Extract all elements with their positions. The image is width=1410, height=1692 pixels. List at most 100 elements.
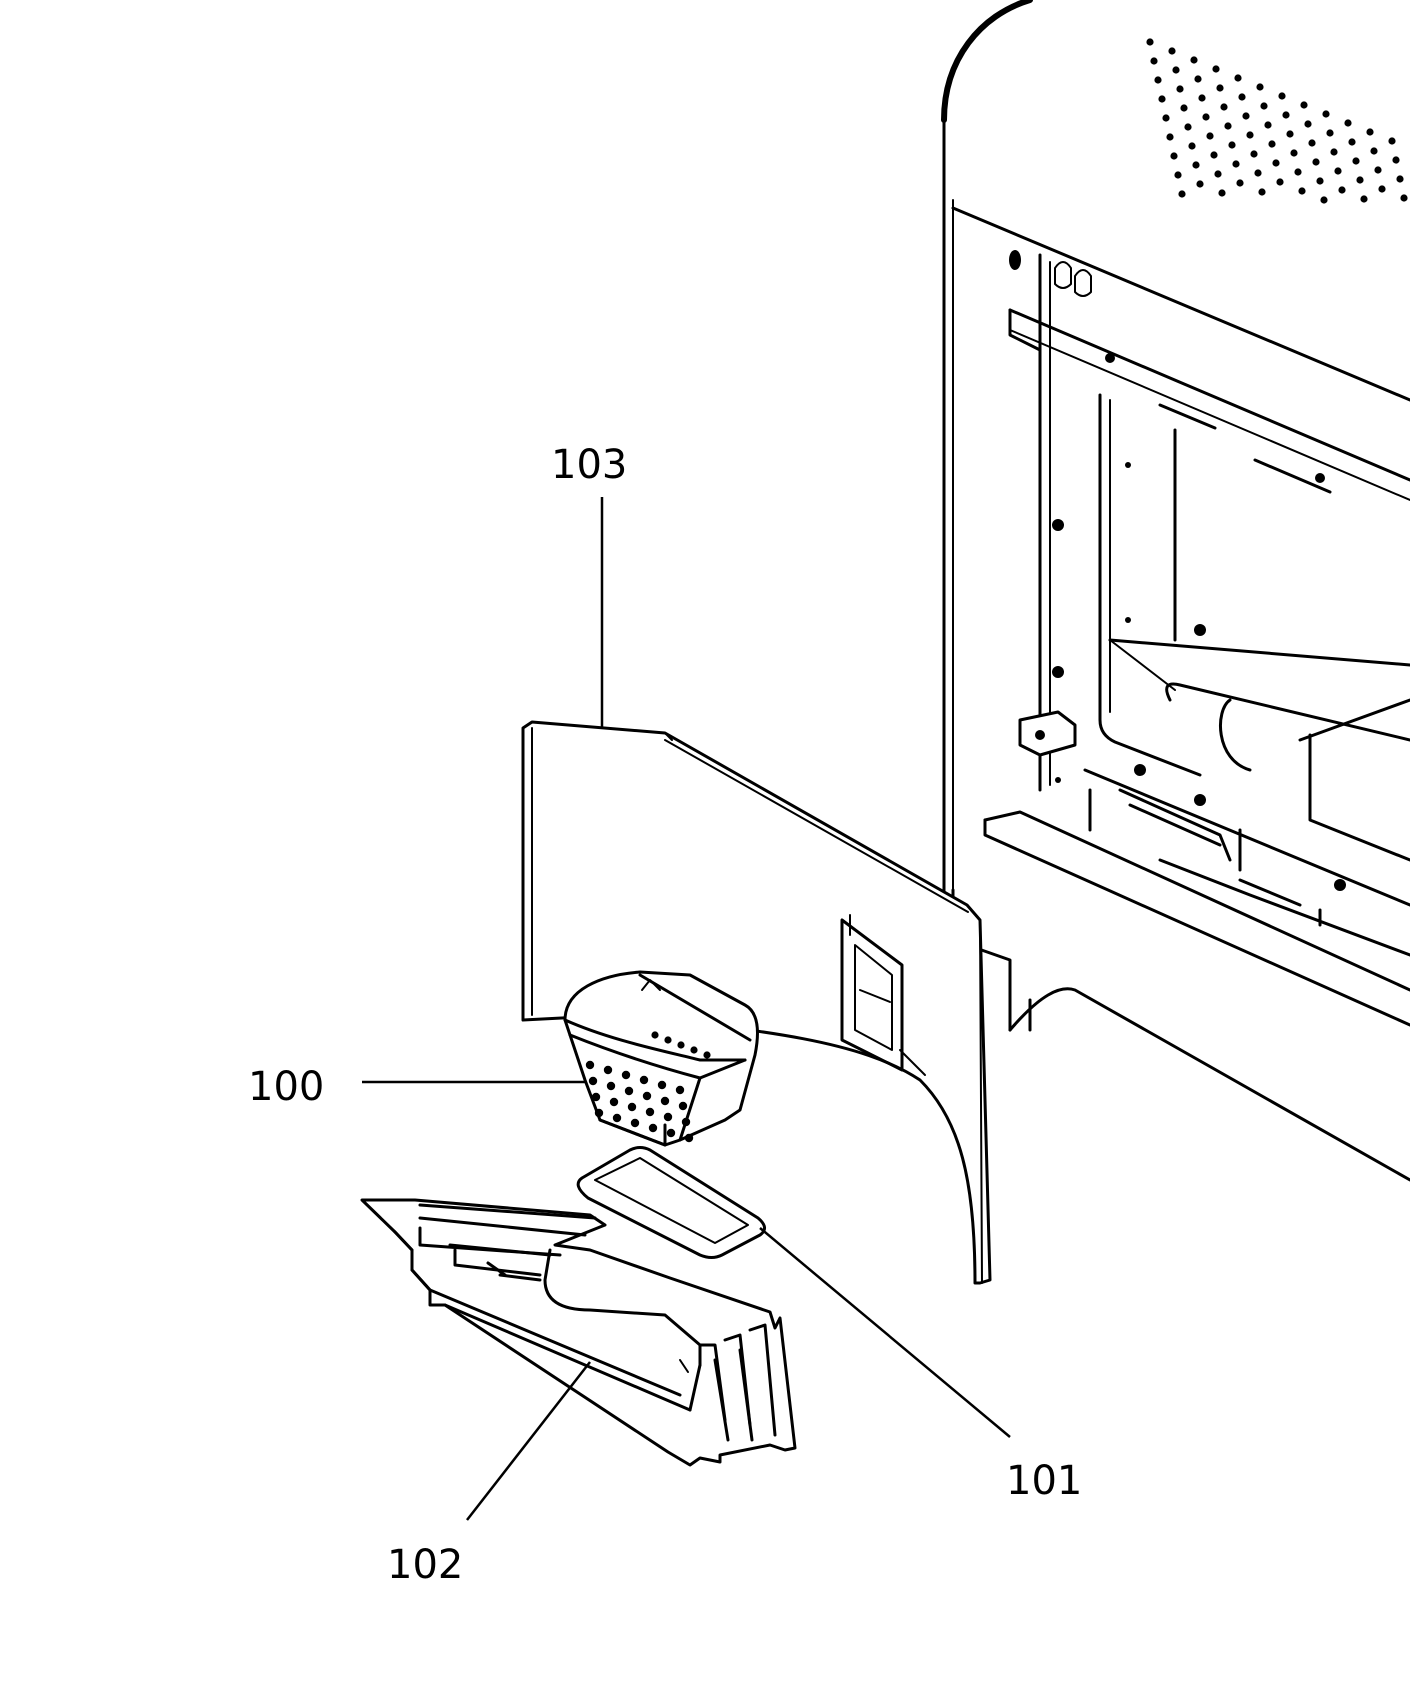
callout-102: 102 bbox=[387, 1542, 463, 1588]
vent-hole bbox=[1224, 122, 1232, 130]
vent-hole bbox=[1206, 132, 1214, 140]
basket-hole bbox=[639, 1075, 649, 1085]
vent-hole bbox=[1298, 187, 1306, 195]
vent-hole bbox=[1162, 114, 1170, 122]
basket-hole bbox=[675, 1085, 685, 1095]
vent-hole bbox=[1166, 133, 1174, 141]
vent-hole bbox=[1308, 139, 1316, 147]
vent-hole bbox=[1190, 56, 1198, 64]
vent-hole bbox=[1300, 101, 1308, 109]
vent-hole bbox=[1264, 121, 1272, 129]
vent-hole bbox=[1322, 110, 1330, 118]
part-101-gasket bbox=[576, 1146, 766, 1259]
vent-hole bbox=[1374, 166, 1382, 174]
vent-hole bbox=[1172, 66, 1180, 74]
vent-hole bbox=[1258, 188, 1266, 196]
vent-hole bbox=[1170, 152, 1178, 160]
vent-hole bbox=[1196, 180, 1204, 188]
basket-hole bbox=[663, 1112, 673, 1122]
vent-hole bbox=[1216, 84, 1224, 92]
vent-hole bbox=[1400, 194, 1408, 202]
callout-100: 100 bbox=[248, 1064, 324, 1110]
vent-hole bbox=[1286, 130, 1294, 138]
vent-hole bbox=[1212, 65, 1220, 73]
vent-hole bbox=[1378, 185, 1386, 193]
leader-102 bbox=[466, 1361, 591, 1521]
basket-hole bbox=[648, 1123, 658, 1133]
vent-hole bbox=[1188, 142, 1196, 150]
vent-hole bbox=[1256, 83, 1264, 91]
basket-hole bbox=[690, 1046, 698, 1054]
vent-hole bbox=[1192, 161, 1200, 169]
vent-hole bbox=[1392, 156, 1400, 164]
basket-hole bbox=[677, 1041, 685, 1049]
vent-hole bbox=[1174, 171, 1182, 179]
part-102-grate-bracket bbox=[360, 1198, 797, 1467]
basket-hole bbox=[681, 1117, 691, 1127]
vent-hole bbox=[1312, 158, 1320, 166]
basket-hole bbox=[703, 1051, 711, 1059]
vent-hole bbox=[1168, 47, 1176, 55]
basket-hole bbox=[660, 1096, 670, 1106]
vent-hole bbox=[1218, 189, 1226, 197]
callout-101: 101 bbox=[1006, 1458, 1082, 1504]
vent-hole bbox=[1146, 38, 1154, 46]
basket-hole bbox=[678, 1101, 688, 1111]
vent-hole bbox=[1352, 157, 1360, 165]
vent-hole bbox=[1194, 75, 1202, 83]
vent-hole bbox=[1344, 119, 1352, 127]
vent-hole bbox=[1326, 129, 1334, 137]
leader-101 bbox=[759, 1227, 1011, 1438]
basket-hole bbox=[591, 1092, 601, 1102]
vent-hole bbox=[1154, 76, 1162, 84]
basket-hole bbox=[606, 1081, 616, 1091]
vent-hole bbox=[1228, 141, 1236, 149]
vent-perforations bbox=[1146, 38, 1408, 204]
vent-hole bbox=[1150, 57, 1158, 65]
vent-hole bbox=[1238, 93, 1246, 101]
vent-hole bbox=[1260, 102, 1268, 110]
basket-hole bbox=[666, 1128, 676, 1138]
vent-hole bbox=[1220, 103, 1228, 111]
vent-hole bbox=[1282, 111, 1290, 119]
vent-hole bbox=[1334, 167, 1342, 175]
vent-hole bbox=[1304, 120, 1312, 128]
vent-hole bbox=[1356, 176, 1364, 184]
basket-perforations bbox=[585, 1031, 711, 1143]
vent-hole bbox=[1272, 159, 1280, 167]
vent-hole bbox=[1158, 95, 1166, 103]
basket-hole bbox=[621, 1070, 631, 1080]
vent-hole bbox=[1348, 138, 1356, 146]
vent-hole bbox=[1294, 168, 1302, 176]
vent-hole bbox=[1370, 147, 1378, 155]
vent-hole bbox=[1360, 195, 1368, 203]
vent-hole bbox=[1232, 160, 1240, 168]
basket-hole bbox=[684, 1133, 694, 1143]
basket-hole bbox=[664, 1036, 672, 1044]
vent-hole bbox=[1330, 148, 1338, 156]
basket-hole bbox=[642, 1091, 652, 1101]
vent-hole bbox=[1234, 74, 1242, 82]
vent-hole bbox=[1396, 175, 1404, 183]
basket-hole bbox=[609, 1097, 619, 1107]
vent-hole bbox=[1338, 186, 1346, 194]
vent-hole bbox=[1242, 112, 1250, 120]
vent-hole bbox=[1246, 131, 1254, 139]
part-100-ash-basket bbox=[563, 970, 759, 1147]
basket-hole bbox=[612, 1113, 622, 1123]
vent-hole bbox=[1320, 196, 1328, 204]
basket-hole bbox=[594, 1108, 604, 1118]
vent-hole bbox=[1268, 140, 1276, 148]
stove-body bbox=[941, 0, 1410, 1182]
basket-hole bbox=[657, 1080, 667, 1090]
vent-hole bbox=[1180, 104, 1188, 112]
vent-hole bbox=[1198, 94, 1206, 102]
vent-hole bbox=[1176, 85, 1184, 93]
basket-hole bbox=[585, 1060, 595, 1070]
vent-hole bbox=[1236, 179, 1244, 187]
callout-103: 103 bbox=[551, 442, 627, 488]
vent-hole bbox=[1210, 151, 1218, 159]
vent-hole bbox=[1214, 170, 1222, 178]
vent-hole bbox=[1276, 178, 1284, 186]
